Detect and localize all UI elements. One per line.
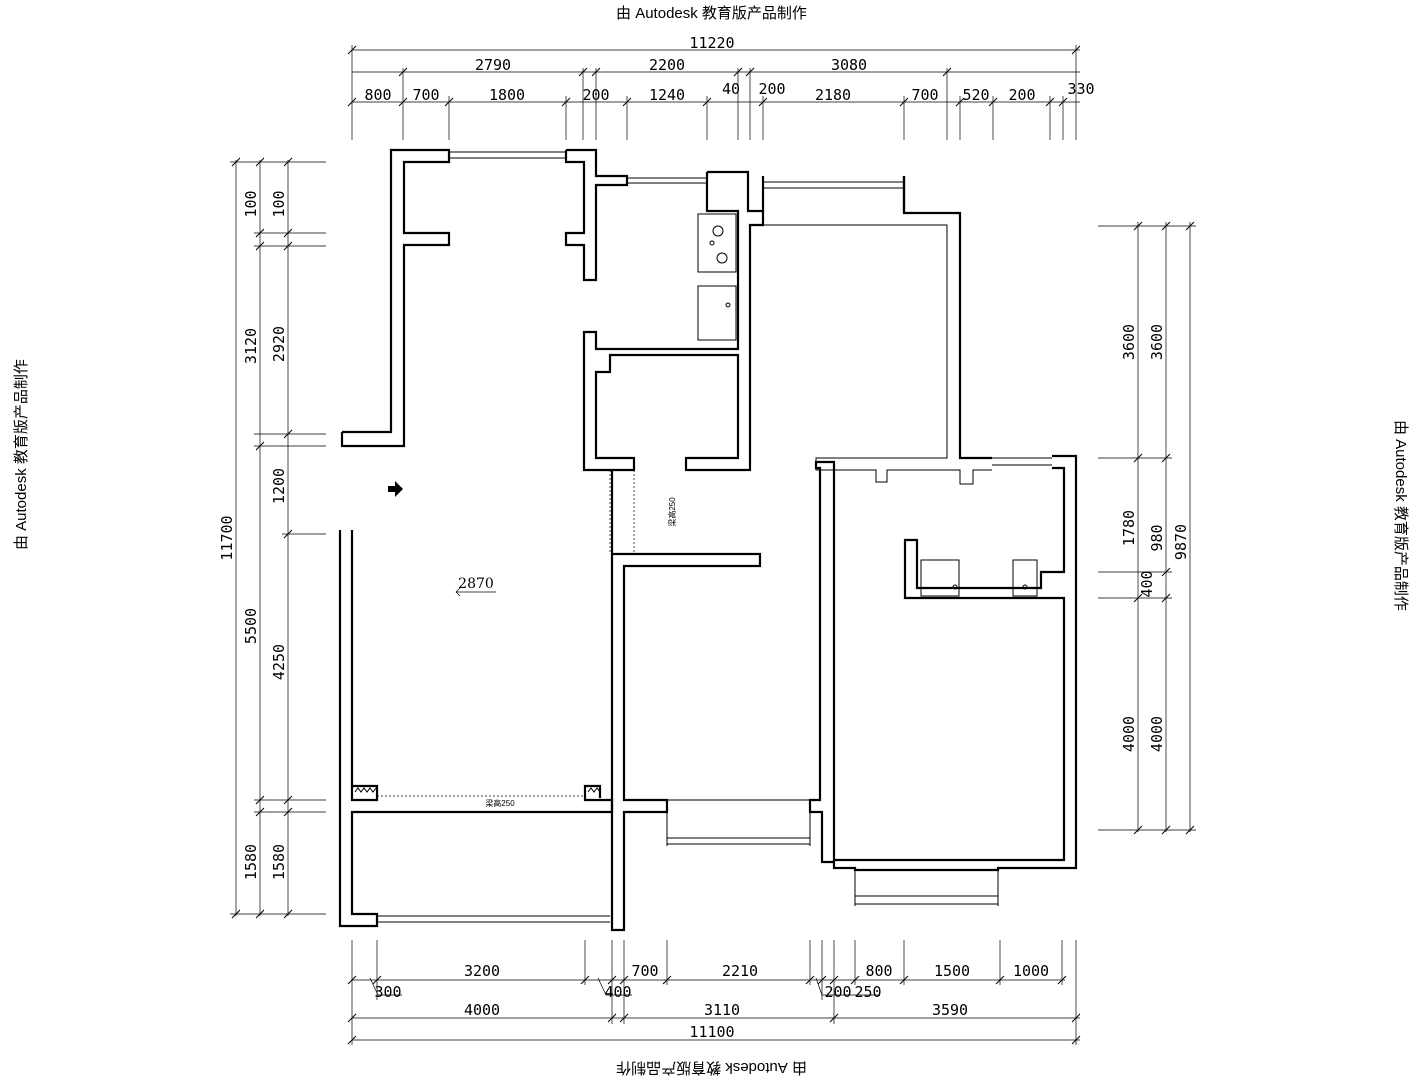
top-segment-dim: 700	[911, 86, 938, 104]
bottom-offset-dim: 400	[604, 983, 631, 1001]
top-segment-dim: 700	[412, 86, 439, 104]
right-inner-dim: 400	[1138, 570, 1156, 597]
entry-arrow-icon	[388, 481, 403, 497]
left-inner-dim: 100	[270, 190, 288, 217]
top-segment-dim: 1800	[489, 86, 525, 104]
top-segment-dim: 40	[722, 80, 740, 98]
right-outer-dim: 1780	[1120, 510, 1138, 546]
beam-label-vertical: 梁高250	[667, 497, 677, 527]
left-inner-dim: 4250	[270, 644, 288, 680]
bottom-section-dim: 3590	[932, 1001, 968, 1019]
bottom-segment-dim: 3200	[464, 962, 500, 980]
watermark-top: 由 Autodesk 教育版产品制作	[616, 5, 807, 22]
left-outer-dim: 3120	[242, 328, 260, 364]
bottom-segment-dim: 1500	[934, 962, 970, 980]
bottom-section-dim: 3110	[704, 1001, 740, 1019]
top-total-dim: 11220	[689, 34, 734, 52]
left-outer-dim: 5500	[242, 608, 260, 644]
right-inner-dim: 4000	[1148, 716, 1166, 752]
top-dimensions: 11220 2790 2200 3080 800 700 1800 200 12…	[347, 34, 1095, 140]
top-segment-dim: 330	[1067, 80, 1094, 98]
right-inner-dim: 980	[1148, 524, 1166, 551]
top-segment-dim: 200	[758, 80, 785, 98]
left-inner-dim: 1200	[270, 468, 288, 504]
top-segment-dim: 800	[364, 86, 391, 104]
bottom-segment-dim: 1000	[1013, 962, 1049, 980]
bottom-dimensions: 3200 700 2210 800 1500 1000 300 400 200 …	[347, 940, 1081, 1045]
right-outer-dim: 3600	[1120, 324, 1138, 360]
top-section-dim: 2200	[649, 56, 685, 74]
left-outer-dim: 1580	[242, 844, 260, 880]
ceiling-height-label: 2870	[458, 576, 494, 592]
top-segment-dim: 1240	[649, 86, 685, 104]
bottom-offset-dim: 250	[854, 983, 881, 1001]
left-outer-dim: 100	[242, 190, 260, 217]
walls	[338, 148, 1078, 932]
left-dimensions: 11700 100 3120 5500 1580 100 2920 1200 4…	[218, 157, 326, 919]
bottom-section-dim: 4000	[464, 1001, 500, 1019]
top-segment-dim: 2180	[815, 86, 851, 104]
bottom-offset-dim: 200	[824, 983, 851, 1001]
bottom-total-dim: 11100	[689, 1023, 734, 1041]
top-segment-dim: 200	[1008, 86, 1035, 104]
top-section-dim: 2790	[475, 56, 511, 74]
top-segment-dim: 520	[962, 86, 989, 104]
right-inner-dim: 3600	[1148, 324, 1166, 360]
top-segment-dim: 200	[582, 86, 609, 104]
bottom-offset-dim: 300	[374, 983, 401, 1001]
bottom-segment-dim: 2210	[722, 962, 758, 980]
left-inner-dim: 1580	[270, 844, 288, 880]
right-total-dim: 9870	[1172, 524, 1190, 560]
top-section-dim: 3080	[831, 56, 867, 74]
right-outer-dim: 4000	[1120, 716, 1138, 752]
left-total-dim: 11700	[218, 515, 236, 560]
bottom-segment-dim: 800	[865, 962, 892, 980]
bottom-segment-dim: 700	[631, 962, 658, 980]
beam-label-horizontal: 梁高250	[485, 798, 515, 808]
left-inner-dim: 2920	[270, 326, 288, 362]
right-dimensions: 3600 1780 4000 3600 980 400 4000 9870	[1098, 221, 1196, 835]
